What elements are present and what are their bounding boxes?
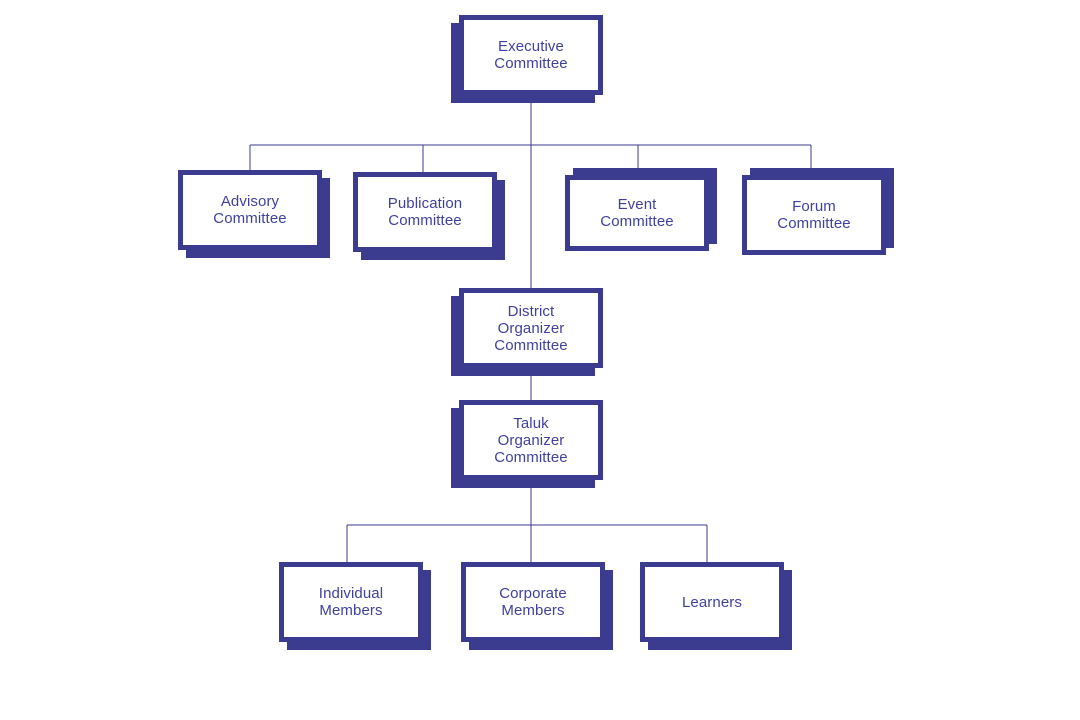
node-box-corporate-members[interactable]: Corporate Members bbox=[461, 562, 605, 642]
node-box-district-organizer-committee[interactable]: District Organizer Committee bbox=[459, 288, 603, 368]
node-learners[interactable]: Learners bbox=[640, 562, 792, 650]
node-label-taluk-organizer-committee: Taluk Organizer Committee bbox=[494, 414, 568, 466]
node-forum-committee[interactable]: Forum Committee bbox=[742, 168, 894, 255]
node-taluk-organizer-committee[interactable]: Taluk Organizer Committee bbox=[451, 400, 603, 488]
node-event-committee[interactable]: Event Committee bbox=[565, 168, 717, 251]
node-label-publication-committee: Publication Committee bbox=[387, 195, 463, 229]
node-box-individual-members[interactable]: Individual Members bbox=[279, 562, 423, 642]
node-label-learners: Learners bbox=[681, 593, 742, 611]
node-label-forum-committee: Forum Committee bbox=[777, 198, 851, 232]
node-box-executive-committee[interactable]: Executive Committee bbox=[459, 15, 603, 95]
node-executive-committee[interactable]: Executive Committee bbox=[451, 15, 603, 103]
node-district-organizer-committee[interactable]: District Organizer Committee bbox=[451, 288, 603, 376]
node-box-taluk-organizer-committee[interactable]: Taluk Organizer Committee bbox=[459, 400, 603, 480]
node-publication-committee[interactable]: Publication Committee bbox=[353, 172, 505, 260]
node-advisory-committee[interactable]: Advisory Committee bbox=[178, 170, 330, 258]
node-label-advisory-committee: Advisory Committee bbox=[213, 193, 287, 227]
node-label-event-committee: Event Committee bbox=[600, 196, 674, 230]
node-individual-members[interactable]: Individual Members bbox=[279, 562, 431, 650]
node-box-event-committee[interactable]: Event Committee bbox=[565, 175, 709, 251]
node-box-publication-committee[interactable]: Publication Committee bbox=[353, 172, 497, 252]
node-corporate-members[interactable]: Corporate Members bbox=[461, 562, 613, 650]
node-label-corporate-members: Corporate Members bbox=[499, 585, 567, 619]
node-label-executive-committee: Executive Committee bbox=[494, 38, 568, 72]
node-box-advisory-committee[interactable]: Advisory Committee bbox=[178, 170, 322, 250]
node-box-learners[interactable]: Learners bbox=[640, 562, 784, 642]
node-label-individual-members: Individual Members bbox=[318, 585, 384, 619]
node-label-district-organizer-committee: District Organizer Committee bbox=[494, 302, 568, 354]
node-box-forum-committee[interactable]: Forum Committee bbox=[742, 175, 886, 255]
